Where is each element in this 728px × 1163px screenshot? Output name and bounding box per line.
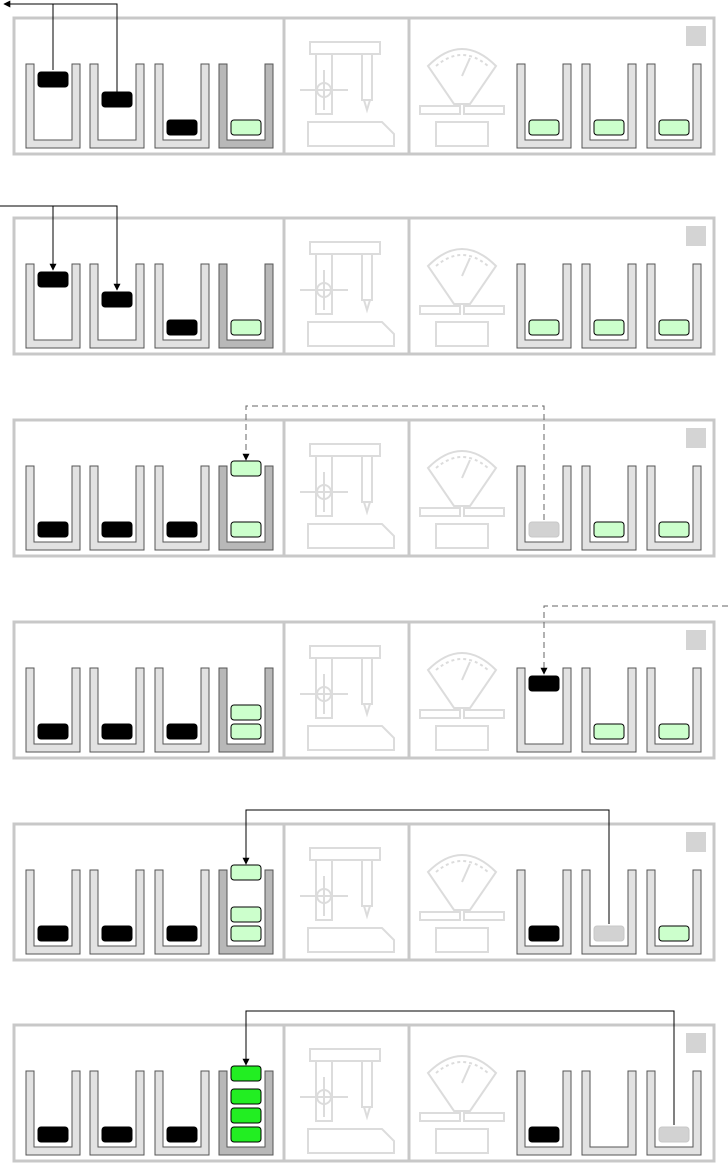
well-6 [582, 1071, 636, 1155]
sample-block-light-green [659, 522, 689, 537]
well-3 [155, 870, 209, 954]
well-7 [647, 668, 701, 752]
sample-block-light-green [529, 120, 559, 135]
panel-step-2 [14, 218, 714, 354]
well-2 [90, 668, 144, 752]
sample-block-light-green [231, 705, 261, 720]
sample-block-light-green [659, 320, 689, 335]
well-4 [219, 1066, 273, 1155]
well-4 [219, 461, 273, 550]
sample-block-black [102, 926, 132, 941]
sample-block-black [38, 926, 68, 941]
well-3 [155, 64, 209, 148]
sample-block-light-green [529, 320, 559, 335]
sample-block-light-green [231, 865, 261, 880]
corner-tab [686, 226, 706, 246]
sample-block-gray [659, 1127, 689, 1142]
panel-step-6 [14, 1025, 714, 1161]
well-1 [26, 870, 80, 954]
sample-block-black [38, 272, 68, 287]
well-5 [517, 870, 571, 954]
sample-block-black [167, 522, 197, 537]
sample-block-bright-green [231, 1089, 261, 1104]
panel-step-4 [14, 622, 714, 758]
well-6 [582, 668, 636, 752]
well-5 [517, 264, 571, 348]
sample-block-black [102, 1127, 132, 1142]
well-4 [219, 264, 273, 348]
sample-block-light-green [659, 926, 689, 941]
sample-block-black [38, 724, 68, 739]
well-7 [647, 466, 701, 550]
well-3 [155, 466, 209, 550]
sample-block-light-green [231, 522, 261, 537]
well-6 [582, 64, 636, 148]
sample-block-light-green [659, 724, 689, 739]
well-5 [517, 64, 571, 148]
sample-block-black [102, 92, 132, 107]
sample-block-black [38, 1127, 68, 1142]
well-3 [155, 1071, 209, 1155]
sample-block-light-green [231, 926, 261, 941]
corner-tab [686, 832, 706, 852]
well-2 [90, 870, 144, 954]
well-4 [219, 64, 273, 148]
well-5 [517, 1071, 571, 1155]
well-1 [26, 1071, 80, 1155]
sample-block-bright-green [231, 1127, 261, 1142]
sample-block-black [529, 926, 559, 941]
well-3 [155, 264, 209, 348]
well-4 [219, 865, 273, 954]
sample-block-black [167, 724, 197, 739]
corner-tab [686, 26, 706, 46]
sample-block-light-green [231, 120, 261, 135]
well-interior [590, 1071, 628, 1147]
well-7 [647, 64, 701, 148]
sample-block-black [102, 724, 132, 739]
well-7 [647, 870, 701, 954]
sample-block-gray [529, 522, 559, 537]
sample-block-light-green [659, 120, 689, 135]
well-4 [219, 668, 273, 752]
sample-block-black [167, 926, 197, 941]
sample-block-black [167, 320, 197, 335]
panel-step-1 [14, 18, 714, 154]
sample-block-bright-green [231, 1066, 261, 1081]
sample-block-light-green [594, 522, 624, 537]
sample-block-black [38, 522, 68, 537]
well-7 [647, 264, 701, 348]
sample-block-light-green [594, 724, 624, 739]
sample-block-gray [594, 926, 624, 941]
sample-block-bright-green [231, 1108, 261, 1123]
panel-step-3 [14, 420, 714, 556]
well-5 [517, 668, 571, 752]
sample-block-black [167, 120, 197, 135]
sample-block-black [102, 292, 132, 307]
sample-block-light-green [231, 461, 261, 476]
sample-block-light-green [231, 907, 261, 922]
well-1 [26, 668, 80, 752]
sample-block-light-green [594, 120, 624, 135]
sample-block-black [102, 522, 132, 537]
sample-block-black [167, 1127, 197, 1142]
corner-tab [686, 1033, 706, 1053]
well-1 [26, 466, 80, 550]
sample-block-light-green [231, 724, 261, 739]
well-6 [582, 264, 636, 348]
well-1 [26, 64, 80, 148]
well-6 [582, 466, 636, 550]
sample-block-black [529, 676, 559, 691]
well-3 [155, 668, 209, 752]
well-2 [90, 1071, 144, 1155]
well-2 [90, 466, 144, 550]
sample-block-light-green [231, 320, 261, 335]
sample-block-light-green [594, 320, 624, 335]
well-1 [26, 264, 80, 348]
sample-block-black [38, 72, 68, 87]
corner-tab [686, 428, 706, 448]
corner-tab [686, 630, 706, 650]
sample-block-black [529, 1127, 559, 1142]
